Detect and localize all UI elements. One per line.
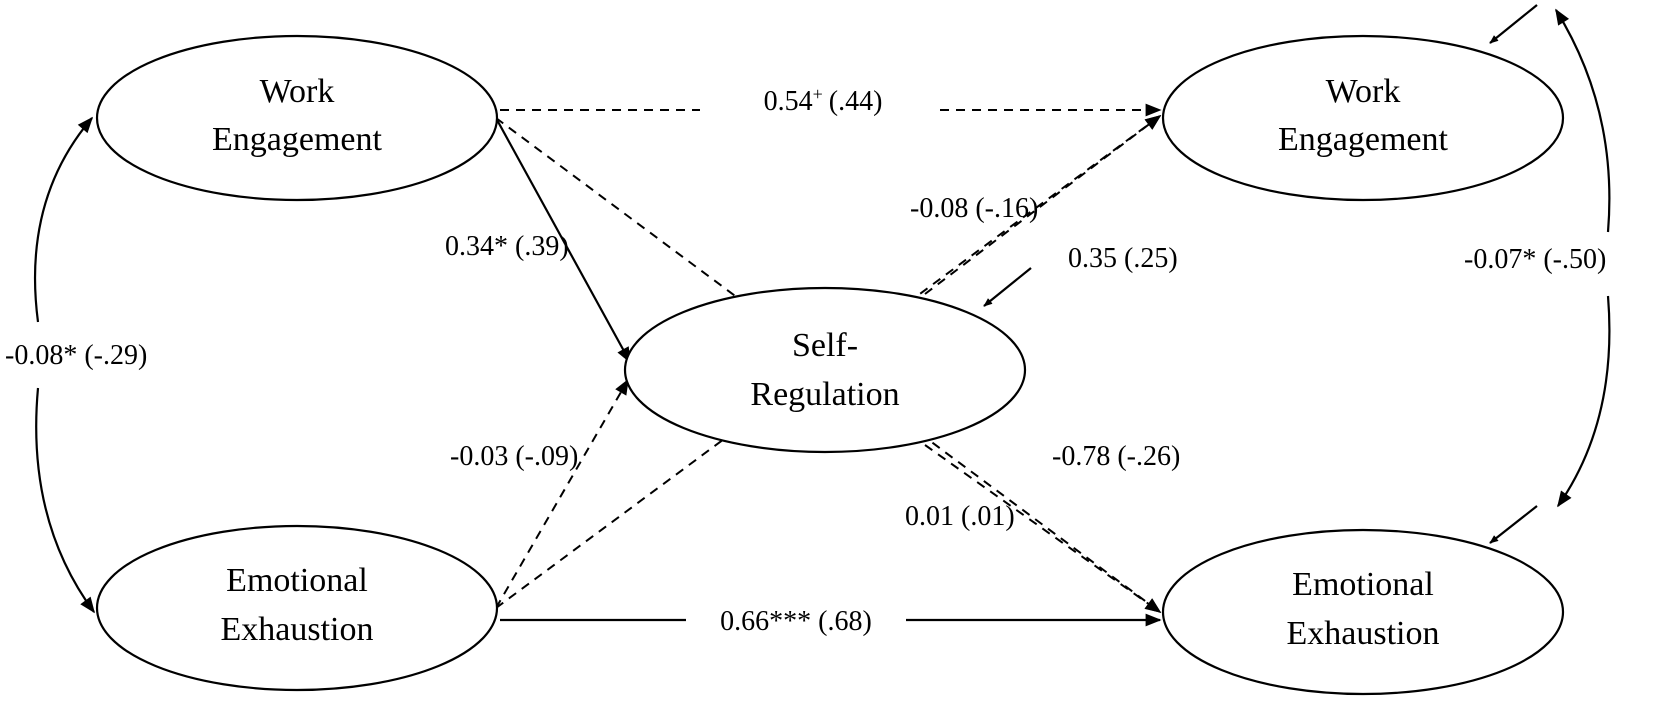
label-ee-t1-to-we-t2: 0.35 (.25) — [1068, 243, 1178, 274]
label-ee-t1-to-ee-t2: 0.66*** (.68) — [720, 606, 872, 637]
node-label-line1: Emotional — [226, 562, 368, 599]
covariance-t2 — [1555, 8, 1611, 508]
node-label-line1: Work — [1326, 73, 1401, 110]
node-label-line1: Work — [260, 73, 335, 110]
path-ee-t1-to-we-t2 — [495, 115, 1162, 609]
path-we-t1-to-ee-t2 — [495, 117, 1162, 613]
node-emotional-exhaustion-t1: Emotional Exhaustion — [95, 524, 499, 692]
node-self-regulation: Self- Regulation — [623, 286, 1027, 454]
node-label-line2: Exhaustion — [1287, 615, 1440, 652]
path-self-regulation-to-ee-t2 — [924, 444, 1162, 613]
label-we-t1-to-self-regulation: 0.34* (.39) — [445, 231, 569, 262]
node-label-line1: Emotional — [1292, 566, 1434, 603]
label-self-regulation-to-ee-t2: 0.01 (.01) — [905, 501, 1015, 532]
label-covariance-t2: -0.07* (-.50) — [1464, 244, 1606, 275]
residual-arrow-we-t2 — [1489, 4, 1538, 44]
node-work-engagement-t2: Work Engagement — [1161, 34, 1565, 202]
node-label-line2: Engagement — [212, 121, 382, 158]
node-label-line1: Self- — [792, 327, 858, 364]
node-work-engagement-t1: Work Engagement — [95, 34, 499, 202]
residual-arrow-ee-t2 — [1489, 505, 1538, 544]
label-we-t1-to-ee-t2: -0.78 (-.26) — [1052, 441, 1180, 472]
covariance-t1 — [33, 116, 95, 614]
residual-arrow-self-regulation — [983, 267, 1032, 307]
label-ee-t1-to-self-regulation: -0.03 (-.09) — [450, 441, 578, 472]
node-label-line2: Engagement — [1278, 121, 1448, 158]
label-self-regulation-to-we-t2: -0.08 (-.16) — [910, 193, 1038, 224]
node-label-line2: Exhaustion — [221, 611, 374, 648]
node-emotional-exhaustion-t2: Emotional Exhaustion — [1161, 528, 1565, 696]
path-self-regulation-to-we-t2 — [924, 115, 1162, 295]
label-we-t1-to-we-t2: 0.54+(.44) — [764, 84, 883, 117]
node-label-line2: Regulation — [750, 376, 899, 413]
path-we-t1-to-self-regulation — [495, 117, 631, 364]
path-ee-t1-to-self-regulation — [495, 378, 629, 609]
label-covariance-t1: -0.08* (-.29) — [5, 340, 147, 371]
